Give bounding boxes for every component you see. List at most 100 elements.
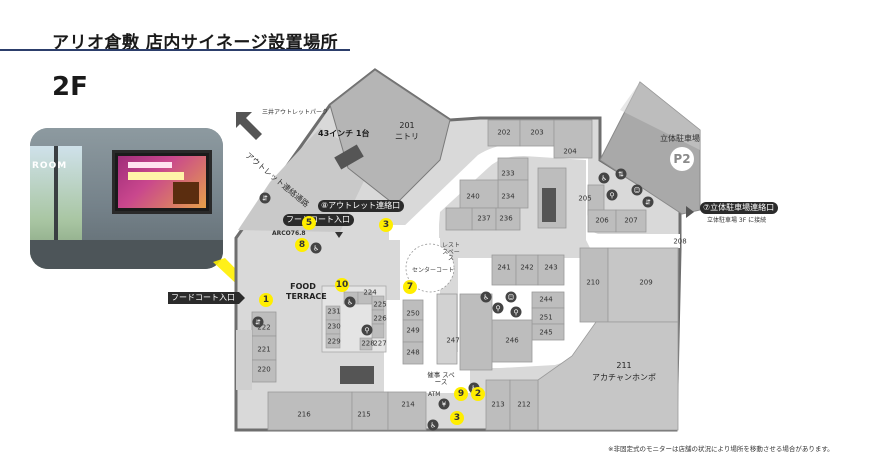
event-space-label: 催事 スペース bbox=[427, 371, 455, 387]
parking-link-subtext: 立体駐車場 3F に接続 bbox=[707, 217, 767, 224]
store-akachan-name: アカチャンホンポ bbox=[592, 373, 656, 383]
room-221: 221 bbox=[257, 345, 271, 354]
room-208: 208 bbox=[673, 237, 687, 246]
signage-marker-10[interactable]: 10 bbox=[335, 278, 349, 292]
escalator-icon: ⇵ bbox=[259, 192, 271, 204]
room-222: 222 bbox=[257, 323, 271, 332]
title-underline bbox=[0, 49, 350, 51]
room-205: 205 bbox=[578, 194, 592, 203]
room-206: 206 bbox=[595, 216, 609, 225]
room-244: 244 bbox=[539, 295, 553, 304]
parking-label: 立体駐車場 bbox=[660, 134, 700, 143]
room-224: 224 bbox=[363, 288, 377, 297]
store-nitori-name: ニトリ bbox=[395, 132, 419, 142]
signage-marker-9[interactable]: 9 bbox=[454, 387, 468, 401]
room-231: 231 bbox=[327, 307, 341, 316]
room-234: 234 bbox=[501, 192, 515, 201]
room-229: 229 bbox=[327, 337, 341, 346]
room-204: 204 bbox=[563, 147, 577, 156]
signage-marker-8[interactable]: 8 bbox=[295, 238, 309, 252]
atm-label: ATM bbox=[428, 391, 441, 398]
photo-window-frame bbox=[54, 146, 58, 269]
room-214: 214 bbox=[401, 400, 415, 409]
room-236: 236 bbox=[499, 214, 513, 223]
signage-marker-3a[interactable]: 3 bbox=[379, 218, 393, 232]
toilet-icon: ⚲ bbox=[492, 302, 504, 314]
restroom-icon: ♿ bbox=[427, 419, 439, 431]
parking-badge: P2 bbox=[670, 147, 694, 171]
baby-room-icon: ☺ bbox=[631, 184, 643, 196]
photo-monitor-screen bbox=[118, 156, 206, 208]
room-210: 210 bbox=[586, 278, 600, 287]
photo-room-sign: ROOM bbox=[32, 161, 68, 171]
signage-marker-3b[interactable]: 3 bbox=[450, 411, 464, 425]
signage-marker-1[interactable]: 1 bbox=[259, 293, 273, 307]
room-249: 249 bbox=[406, 326, 420, 335]
room-202: 202 bbox=[497, 128, 511, 137]
parking-direction-arrow bbox=[686, 206, 694, 218]
photo-floor bbox=[30, 240, 223, 269]
elevator-icon: ⇅ bbox=[615, 168, 627, 180]
outlet-park-label: 三井アウトレットパーク bbox=[262, 109, 329, 116]
foodcourt-entrance-tag-left: フードコート入口 bbox=[168, 292, 245, 304]
food-terrace-label: FOOD TERRACE bbox=[286, 282, 327, 301]
baby-room-icon: ☺ bbox=[505, 291, 517, 303]
room-248: 248 bbox=[406, 348, 420, 357]
room-215: 215 bbox=[357, 410, 371, 419]
signage-photo: ROOM bbox=[30, 128, 223, 269]
escalator-icon: ⇵ bbox=[642, 196, 654, 208]
page-title: アリオ倉敷 店内サイネージ設置場所 bbox=[52, 33, 339, 53]
atm-icon: ¥ bbox=[438, 398, 450, 410]
escalator-icon: ⇵ bbox=[252, 316, 264, 328]
signage-marker-5[interactable]: 5 bbox=[302, 216, 316, 230]
room-213: 213 bbox=[491, 400, 505, 409]
signage-marker-2[interactable]: 2 bbox=[471, 387, 485, 401]
store-nitori-number: 201 bbox=[399, 121, 415, 131]
screen-spec-label: 43インチ 1台 bbox=[318, 129, 370, 138]
outlet-direction-arrow bbox=[236, 112, 262, 140]
room-203: 203 bbox=[530, 128, 544, 137]
room-241: 241 bbox=[497, 263, 511, 272]
room-246: 246 bbox=[505, 336, 519, 345]
foodcourt-entrance-tag-top: フードコート入口 bbox=[283, 214, 354, 226]
room-240: 240 bbox=[466, 192, 480, 201]
room-250: 250 bbox=[406, 309, 420, 318]
floor-label: 2F bbox=[52, 72, 88, 102]
center-court-label: センターコート bbox=[412, 267, 455, 274]
room-207: 207 bbox=[624, 216, 638, 225]
parking-link-tag: ⑦立体駐車場連絡口 bbox=[700, 202, 779, 214]
center-court bbox=[405, 243, 455, 293]
room-228: 228 bbox=[361, 339, 375, 348]
escalator-icons bbox=[334, 144, 556, 384]
photo-monitor bbox=[112, 150, 212, 214]
room-233: 233 bbox=[501, 169, 515, 178]
room-209: 209 bbox=[639, 278, 653, 287]
store-akachan-number: 211 bbox=[616, 361, 632, 371]
room-243: 243 bbox=[544, 263, 558, 272]
arco-label: ARCO76.8 bbox=[272, 230, 306, 237]
room-247: 247 bbox=[446, 336, 460, 345]
outlet-link-tag: ⑧アウトレット連絡口 bbox=[318, 200, 405, 212]
room-212: 212 bbox=[517, 400, 531, 409]
restroom-icon: ♿ bbox=[598, 172, 610, 184]
toilet-icon: ⚲ bbox=[361, 324, 373, 336]
room-230: 230 bbox=[327, 322, 341, 331]
signage-marker-7[interactable]: 7 bbox=[403, 280, 417, 294]
room-245: 245 bbox=[539, 328, 553, 337]
room-226: 226 bbox=[373, 314, 387, 323]
room-220: 220 bbox=[257, 365, 271, 374]
store-nitori bbox=[329, 69, 451, 206]
room-242: 242 bbox=[520, 263, 534, 272]
toilet-icon: ⚲ bbox=[606, 189, 618, 201]
footnote: ※非固定式のモニターは店舗の状況により場所を移動させる場合があります。 bbox=[608, 445, 834, 453]
restroom-icon: ♿ bbox=[480, 291, 492, 303]
rest-space-label: レスト スペース bbox=[441, 242, 460, 263]
room-237: 237 bbox=[477, 214, 491, 223]
room-251: 251 bbox=[539, 313, 553, 322]
restroom-icon: ♿ bbox=[310, 242, 322, 254]
restroom-icon: ♿ bbox=[344, 296, 356, 308]
toilet-icon: ⚲ bbox=[510, 306, 522, 318]
room-225: 225 bbox=[373, 300, 387, 309]
room-227: 227 bbox=[373, 339, 387, 348]
